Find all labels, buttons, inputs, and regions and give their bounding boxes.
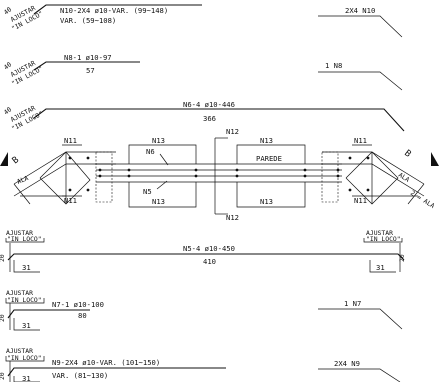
n5-in-loco-right: "IN LOCO" — [366, 235, 401, 243]
n7-shape-sketch — [318, 308, 403, 330]
n10-spec-label: N10-2X4 ø10-VAR. (99~148) — [60, 6, 168, 15]
n5-hook-right: 20 — [398, 254, 406, 262]
n5-plan-label: N5 — [143, 187, 152, 196]
n13-bracket-bottom-left — [128, 182, 197, 208]
right-column-outline — [321, 151, 339, 203]
n13-label-bottom-left: N13 — [152, 197, 165, 206]
n7-adjust-label: AJUSTAR — [6, 289, 33, 297]
n7-leg: 31 — [22, 321, 31, 330]
bar-n10-detail: 40 AJUSTAR "IN LOCO" N10-2X4 ø10-VAR. (9… — [2, 4, 403, 38]
n9-hook: 20 — [0, 372, 6, 380]
n5-leg-left: 31 — [22, 263, 31, 272]
section-marker-left-icon — [0, 152, 8, 166]
n5-leg-left-dim — [13, 260, 40, 273]
n5-bar-line — [7, 253, 405, 261]
n13-bracket-bottom-right — [236, 182, 306, 208]
n9-adjust-bracket — [5, 356, 45, 362]
n9-shape-sketch — [318, 368, 401, 382]
n5-adjust-right: AJUSTAR — [366, 229, 393, 237]
n7-in-loco-label: "IN LOCO" — [7, 296, 42, 304]
bar-dots — [68, 156, 370, 192]
n5-leg-right: 31 — [376, 263, 385, 272]
n12-label-top: N12 — [226, 127, 239, 136]
n5-length-label: 410 — [203, 257, 216, 266]
n5-adjust-bracket-right — [363, 238, 403, 243]
right-diagonal-bars — [345, 151, 399, 205]
bar-n9-detail: AJUSTAR "IN LOCO" 20 31 N9-2X4 ø10-VAR. … — [0, 347, 401, 382]
left-diagonal-bars — [39, 151, 91, 205]
n13-bracket-top-left — [128, 144, 197, 164]
n5-plan-leader — [156, 180, 168, 190]
left-ala-edge — [13, 183, 31, 205]
n9-leg-dim — [13, 376, 40, 382]
n6-plan-label: N6 — [146, 147, 155, 156]
n12-label-bottom: N12 — [226, 213, 239, 222]
section-label-left: B — [11, 155, 21, 166]
right-ala-edge — [407, 183, 425, 205]
n9-bar-line — [7, 367, 226, 377]
n13-label-bottom-right: N13 — [260, 197, 273, 206]
ala-label-left: ALA — [16, 174, 30, 186]
n5-in-loco-left: "IN LOCO" — [7, 235, 42, 243]
n6-adjust-number: 40 — [2, 105, 13, 116]
section-marker-right-icon — [431, 152, 439, 166]
n7-spec-label: N7-1 ø10-100 — [52, 300, 104, 309]
n11-label-top-right: N11 — [354, 136, 367, 145]
n9-in-loco-label: "IN LOCO" — [7, 354, 42, 362]
n8-bar-line — [33, 61, 140, 71]
n7-hook: 20 — [0, 314, 6, 322]
n8-count-label: 1 N8 — [325, 61, 342, 70]
n6-plan-leader — [159, 153, 169, 166]
left-wing-wall-top — [13, 151, 116, 185]
parede-label: PAREDE — [256, 154, 282, 163]
n5-leg-right-dim — [369, 260, 396, 273]
n5-spec-label: N5-4 ø10-450 — [183, 244, 235, 253]
n7-adjust-bracket — [5, 298, 45, 304]
n8-adjust-number: 40 — [2, 60, 13, 71]
n9-count-label: 2X4 N9 — [334, 359, 360, 368]
left-column-outline — [95, 151, 113, 203]
wall-plan-view: B B ALA ALA 2 = ALA N11 N11 N11 — [0, 127, 439, 222]
n6-length-label: 366 — [203, 114, 216, 123]
ala-label-right-2: 2 = ALA — [409, 189, 436, 210]
n10-bar-line — [33, 4, 202, 15]
n9-adjust-label: AJUSTAR — [6, 347, 33, 355]
n7-length-label: 80 — [78, 311, 87, 320]
n13-label-top-right: N13 — [260, 136, 273, 145]
bar-n6-detail: 40 AJUSTAR "IN LOCO" N6-4 ø10-446 366 — [2, 100, 405, 133]
n7-leg-dim — [13, 318, 40, 331]
n11-label-top-left: N11 — [64, 136, 77, 145]
n10-count-label: 2X4 N10 — [345, 6, 375, 15]
n11-label-bottom-left: N11 — [64, 196, 77, 205]
n13-label-top-left: N13 — [152, 136, 165, 145]
n13-bracket-top-right — [236, 144, 306, 164]
n5-adjust-left: AJUSTAR — [6, 229, 33, 237]
ala-label-right: ALA — [397, 171, 411, 184]
bar-n5-detail: AJUSTAR "IN LOCO" AJUSTAR "IN LOCO" 20 2… — [0, 229, 406, 273]
section-label-right: B — [402, 148, 412, 159]
n8-spec-label: N8-1 ø10-97 — [64, 53, 112, 62]
n8-length-label: 57 — [86, 66, 95, 75]
n6-spec-label: N6-4 ø10-446 — [183, 100, 235, 109]
n8-shape-sketch — [318, 71, 403, 91]
n10-adjust-number: 40 — [2, 5, 13, 16]
n10-var-label: VAR. (59~108) — [60, 16, 116, 25]
n11-label-bottom-right: N11 — [354, 196, 367, 205]
n9-spec-label: N9-2X4 ø10-VAR. (101~150) — [52, 358, 160, 367]
n5-adjust-bracket-left — [5, 238, 45, 243]
n7-count-label: 1 N7 — [344, 299, 361, 308]
n9-var-label: VAR. (81~130) — [52, 371, 108, 380]
bar-n8-detail: 40 AJUSTAR "IN LOCO" N8-1 ø10-97 57 1 N8 — [2, 53, 403, 91]
bar-n7-detail: AJUSTAR "IN LOCO" 20 31 N7-1 ø10-100 80 … — [0, 289, 403, 331]
n6-bar-line — [33, 108, 405, 132]
n10-shape-sketch — [318, 15, 403, 38]
n5-hook-left: 20 — [0, 254, 6, 262]
n9-leg: 31 — [22, 374, 31, 382]
